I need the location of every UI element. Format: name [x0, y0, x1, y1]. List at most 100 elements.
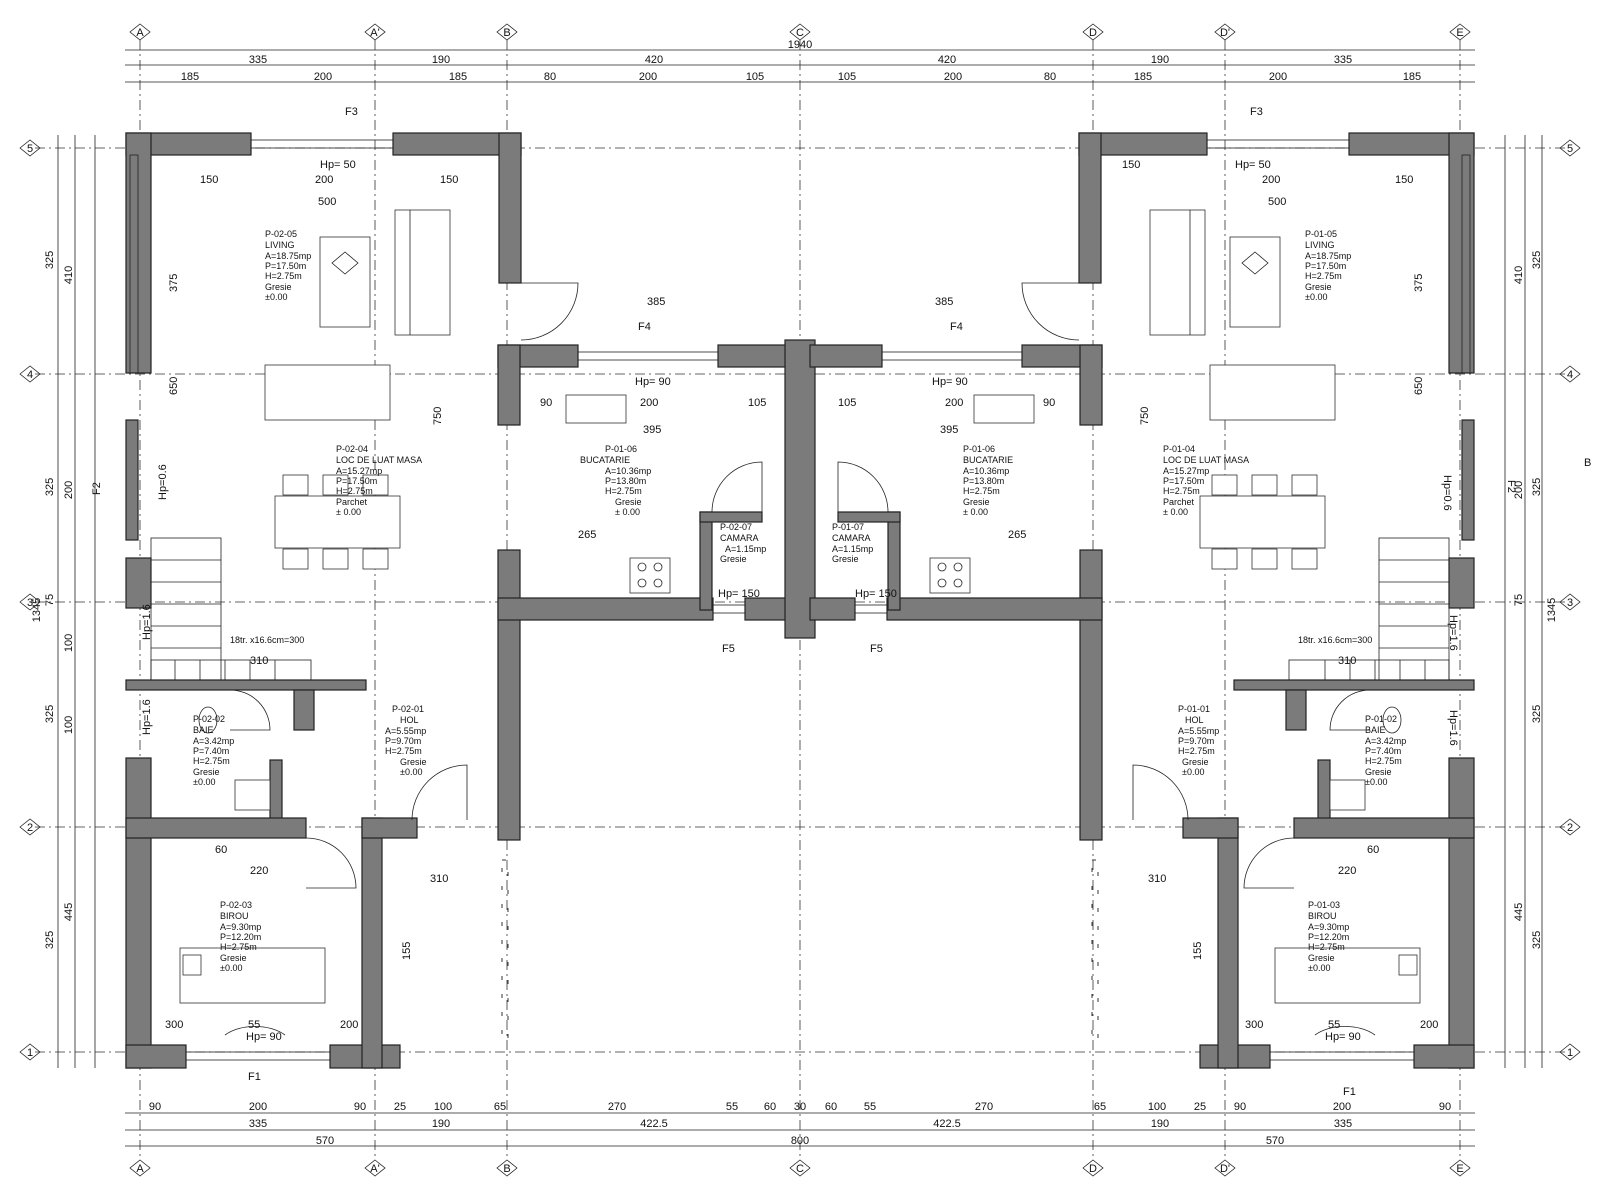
office-finish-right: Gresie: [1308, 953, 1335, 963]
hp-pantry-left: Hp= 150: [718, 588, 760, 600]
grid-col-e-top: E: [1456, 27, 1463, 39]
int-dim-15: 310: [250, 655, 268, 667]
grid-row-3-left: 3: [27, 597, 33, 609]
garage-posts: [501, 859, 1099, 1041]
hall-perim-left: P=9.70m: [385, 736, 421, 746]
grid-col-a-top: A: [136, 27, 144, 39]
int-dim-3: 500: [318, 196, 336, 208]
hp-kitchen-left: Hp= 90: [635, 376, 671, 388]
row-markers-left: 5 4 3 2 1: [19, 139, 41, 1061]
dim-bot-8: 55: [726, 1101, 738, 1113]
bath-code-left: P-02-02: [193, 714, 225, 724]
stairs-note-right: 18tr. x16.6cm=300: [1298, 635, 1372, 645]
dining-level-right: ± 0.00: [1163, 507, 1188, 517]
kitchen-level-left: ± 0.00: [615, 507, 640, 517]
dining-finish-left: Parchet: [336, 497, 368, 507]
dim-bot2-1: 335: [249, 1118, 267, 1130]
bath-height-left: H=2.75m: [193, 756, 230, 766]
walls-left-unit: [125, 132, 816, 1069]
dim-top2-7: 105: [838, 71, 856, 83]
grid-row-4-left: 4: [27, 369, 33, 381]
dining-code-left: P-02-04: [336, 444, 368, 454]
dim-right-4: 325: [1531, 705, 1543, 723]
hp-office-right: Hp= 90: [1325, 1031, 1361, 1043]
hall-level-left: ±0.00: [400, 767, 422, 777]
int-dim-r10: 750: [1139, 407, 1151, 425]
walls-right-unit: [809, 132, 1475, 1069]
grid-row-3-right: 3: [1567, 597, 1573, 609]
dim-bot-2: 200: [249, 1101, 267, 1113]
int-dim-r28: 55: [1328, 1019, 1340, 1031]
office-height-left: H=2.75m: [220, 942, 257, 952]
int-dim-r16: 265: [1008, 529, 1026, 541]
dim-top-1: 335: [249, 54, 267, 66]
tag-f2-left: F2: [91, 482, 103, 495]
dim-right-5: 325: [1531, 931, 1543, 949]
dim-top-2: 190: [432, 54, 450, 66]
bath-name-right: BAIE: [1365, 725, 1386, 735]
stairs-right: 18tr. x16.6cm=300: [1288, 537, 1450, 681]
int-dim-r12: 375: [1413, 274, 1425, 292]
tag-f2-right: F2: [1505, 480, 1517, 493]
kitchen-code-right: P-01-06: [963, 444, 995, 454]
armchair-left: [319, 236, 371, 328]
tag-f4-left: F4: [638, 321, 651, 333]
kitchen-level-right: ± 0.00: [963, 507, 988, 517]
dim-bot-12: 55: [864, 1101, 876, 1113]
living-name-right: LIVING: [1305, 240, 1335, 250]
tag-f5-right: F5: [870, 643, 883, 655]
dim-bot-11: 60: [825, 1101, 837, 1113]
dim-bot-15: 100: [1148, 1101, 1166, 1113]
office-finish-left: Gresie: [220, 953, 247, 963]
int-dim-r25: 155: [1192, 942, 1204, 960]
int-dim-12: 375: [168, 274, 180, 292]
dim-top2-6: 105: [746, 71, 764, 83]
hall-name-left: HOL: [400, 715, 419, 725]
sofa-left: [394, 209, 451, 336]
dim-right-in-2: 200: [1513, 481, 1525, 499]
hp-living-right: Hp= 50: [1235, 159, 1271, 171]
office-height-right: H=2.75m: [1308, 942, 1345, 952]
dim-left-in-1: 410: [63, 266, 75, 284]
sink-right: [973, 394, 1035, 424]
int-dim-0: 150: [200, 174, 218, 186]
office-area-right: A=9.30mp: [1308, 922, 1349, 932]
grid-row-2-right: 2: [1567, 822, 1573, 834]
living-name-left: LIVING: [265, 240, 295, 250]
hall-height-left: H=2.75m: [385, 746, 422, 756]
hp-bath-right: Hp=1.6: [1447, 710, 1459, 746]
dim-top2-10: 185: [1134, 71, 1152, 83]
section-mark: B: [1584, 457, 1591, 469]
int-dim-7: 105: [748, 397, 766, 409]
column-markers-top: A A' B C D D' E: [129, 23, 1471, 41]
grid-col-b-top: B: [503, 27, 510, 39]
pantry-name-right: CAMARA: [832, 533, 871, 543]
living-code-left: P-02-05: [265, 229, 297, 239]
living-level-left: ±0.00: [265, 292, 287, 302]
int-dim-r22: 60: [1367, 844, 1379, 856]
dim-bot-14: 65: [1094, 1101, 1106, 1113]
int-dim-2: 150: [440, 174, 458, 186]
dim-bot-17: 90: [1234, 1101, 1246, 1113]
dim-bot-10: 30: [794, 1101, 806, 1113]
dining-area-left: A=15.27mp: [336, 466, 382, 476]
grid-col-a-bottom: A: [136, 1163, 144, 1175]
kitchen-area-left: A=10.36mp: [605, 466, 651, 476]
kitchen-perim-left: P=13.80m: [605, 476, 646, 486]
dim-top2-5: 200: [639, 71, 657, 83]
hall-finish-right: Gresie: [1182, 757, 1209, 767]
sofa-dining-right: [1209, 364, 1336, 421]
bath-area-right: A=3.42mp: [1365, 736, 1406, 746]
bath-level-right: ±0.00: [1365, 777, 1387, 787]
dining-name-right: LOC DE LUAT MASA: [1163, 455, 1249, 465]
dim-top2-4: 80: [544, 71, 556, 83]
dim-top2-2: 200: [314, 71, 332, 83]
dim-right-in-5: 445: [1513, 903, 1525, 921]
grid-col-a2-top: A': [370, 27, 379, 39]
int-dim-28: 55: [248, 1019, 260, 1031]
office-perim-right: P=12.20m: [1308, 932, 1349, 942]
living-area-right: A=18.75mp: [1305, 251, 1351, 261]
int-dim-22: 60: [215, 844, 227, 856]
dim-left-1: 325: [44, 251, 56, 269]
office-name-left: BIROU: [220, 911, 249, 921]
